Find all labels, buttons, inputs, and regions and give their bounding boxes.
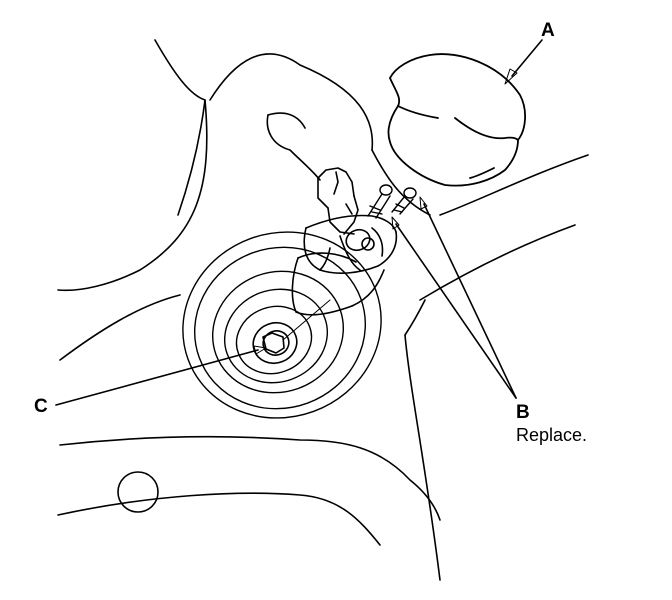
leader-a	[504, 39, 543, 85]
steering-hub-rings	[182, 231, 382, 419]
cover-notch	[266, 112, 321, 181]
callout-a-label: A	[541, 20, 555, 41]
leader-c	[55, 345, 267, 406]
column-cover-outline	[57, 39, 374, 292]
column-cap	[387, 53, 526, 187]
panel-hole	[117, 471, 159, 513]
callout-b-note: Replace.	[516, 425, 588, 445]
dash-panel-outline	[57, 149, 589, 581]
callout-b-label: B	[516, 402, 530, 423]
alignment-line	[282, 299, 331, 341]
leader-b	[391, 196, 517, 399]
shear-bolt-1	[367, 184, 393, 219]
shear-bolt-2	[391, 187, 417, 215]
shaft-nut	[252, 321, 298, 365]
callout-c-label: C	[34, 396, 48, 417]
ignition-switch-assembly	[291, 167, 398, 316]
